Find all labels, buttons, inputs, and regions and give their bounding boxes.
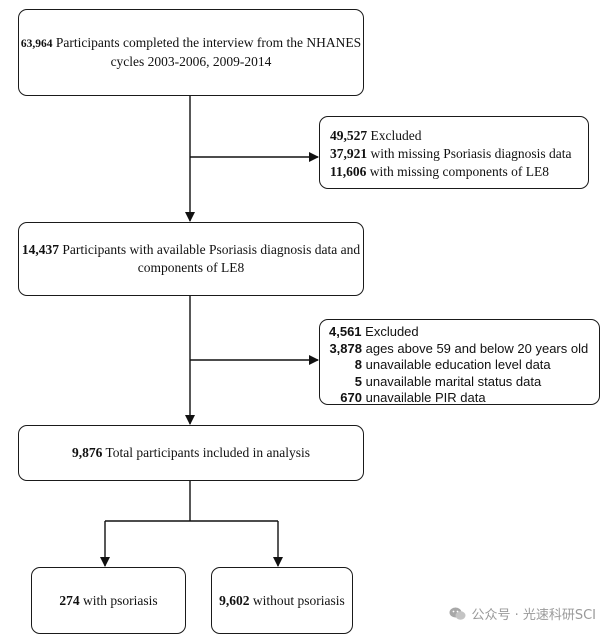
start-line2: cycles 2003-2006, 2009-2014 [110, 54, 272, 69]
total-count: 9,876 [71, 445, 103, 460]
psoriasis-text: with psoriasis [79, 592, 158, 608]
psoriasis-box: 274 with psoriasis [31, 567, 186, 634]
excluded2-row-count: 8 [354, 357, 362, 372]
wechat-icon [449, 607, 466, 621]
no-psoriasis-text: without psoriasis [249, 592, 345, 608]
excluded1-total-count: 49,527 [330, 128, 368, 143]
excluded2-total-count: 4,561 [329, 324, 362, 339]
excluded1-total: 49,527 Excluded [330, 127, 578, 145]
excluded2-row: 3,878 ages above 59 and below 20 years o… [329, 341, 589, 358]
excluded2-row: 5 unavailable marital status data [329, 374, 589, 391]
start-box: 63,964 Participants completed the interv… [18, 9, 364, 96]
watermark: 公众号 · 光速科研SCI [449, 604, 596, 623]
excluded2-row-label: unavailable PIR data [362, 390, 486, 405]
excluded2-row: 8 unavailable education level data [329, 357, 589, 374]
excluded2-row-label: unavailable marital status data [362, 373, 542, 389]
excluded1-row-label: with missing Psoriasis diagnosis data [367, 146, 572, 161]
excluded1-total-label: Excluded [367, 128, 422, 143]
excluded2-row-count: 5 [354, 373, 362, 389]
total-text: Total participants included in analysis [102, 445, 310, 460]
total-line: 9,876 Total participants included in ana… [72, 444, 310, 462]
excluded1-row-label: with missing components of LE8 [366, 164, 550, 179]
start-text: Participants completed the interview fro… [52, 35, 362, 50]
available-count: 14,437 [21, 242, 60, 257]
excluded1-row: 37,921 with missing Psoriasis diagnosis … [330, 145, 578, 163]
available-box: 14,437 Participants with available Psori… [18, 222, 364, 296]
excluded2-total-label: Excluded [361, 324, 419, 339]
excluded1-row-count: 11,606 [330, 164, 367, 179]
no-psoriasis-line: 9,602 without psoriasis [219, 592, 345, 610]
available-line1: 14,437 Participants with available Psori… [22, 241, 360, 259]
excluded2-row: 670 unavailable PIR data [329, 390, 589, 407]
watermark-text: 公众号 · 光速科研SCI [471, 608, 596, 623]
excluded2-row-count: 670 [340, 390, 362, 405]
available-text: Participants with available Psoriasis di… [59, 242, 361, 257]
no-psoriasis-box: 9,602 without psoriasis [211, 567, 353, 634]
no-psoriasis-count: 9,602 [219, 592, 250, 608]
excluded1-row: 11,606 with missing components of LE8 [330, 163, 578, 181]
excluded2-row-count: 3,878 [329, 340, 362, 356]
excluded2-row-label: ages above 59 and below 20 years old [362, 340, 589, 356]
total-box: 9,876 Total participants included in ana… [18, 425, 364, 481]
start-line1: 63,964 Participants completed the interv… [21, 34, 361, 53]
available-line2: components of LE8 [137, 260, 245, 275]
excluded1-row-count: 37,921 [330, 146, 368, 161]
start-count: 63,964 [20, 38, 53, 50]
excluded2-box: 4,561 Excluded 3,878 ages above 59 and b… [319, 319, 600, 405]
psoriasis-line: 274 with psoriasis [59, 592, 157, 610]
excluded2-total: 4,561 Excluded [329, 324, 589, 341]
excluded1-box: 49,527 Excluded 37,921 with missing Psor… [319, 116, 589, 189]
psoriasis-count: 274 [59, 592, 80, 608]
excluded2-row-label: unavailable education level data [362, 357, 551, 372]
